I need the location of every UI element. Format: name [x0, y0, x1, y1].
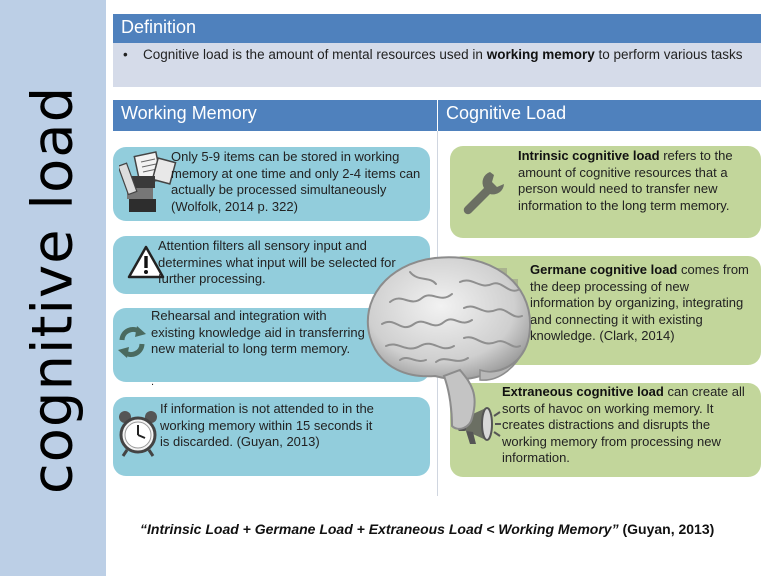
slide-title: cognitive load: [20, 85, 86, 495]
germane-term: Germane cognitive load: [530, 262, 678, 277]
wrench-icon: [460, 168, 506, 221]
alarm-clock-icon: [116, 409, 160, 464]
extraneous-desc: can create all sorts of havoc on working…: [502, 384, 745, 465]
books-papers-icon: [117, 150, 179, 221]
definition-text-bold: working memory: [486, 47, 595, 62]
definition-text-after: to perform various tasks: [594, 47, 743, 62]
sidebar: cognitive load: [0, 0, 106, 576]
intrinsic-desc: refers to the amount of cognitive resour…: [518, 148, 733, 213]
definition-header: Definition: [113, 14, 761, 43]
formula-quote: “Intrinsic Load + Germane Load + Extrane…: [140, 521, 714, 537]
definition-text-before: Cognitive load is the amount of mental r…: [143, 47, 487, 62]
refresh-arrows-icon: [116, 324, 148, 365]
cognitive-load-box-extraneous: Extraneous cognitive load can create all…: [450, 383, 761, 477]
working-memory-box-decay: If information is not attended to in the…: [113, 397, 430, 476]
extraneous-term: Extraneous cognitive load: [502, 384, 664, 399]
formula-text: “Intrinsic Load + Germane Load + Extrane…: [140, 521, 619, 537]
stray-period: .: [151, 376, 155, 388]
brain-illustration: [340, 242, 540, 437]
cognitive-load-text-intrinsic: Intrinsic cognitive load refers to the a…: [518, 148, 753, 214]
working-memory-text-decay: If information is not attended to in the…: [160, 401, 374, 449]
germane-desc: comes from the deep processing of new in…: [530, 262, 749, 343]
bullet: •: [123, 47, 128, 62]
working-memory-box-capacity: Only 5-9 items can be stored in working …: [113, 147, 430, 221]
warning-icon: [127, 245, 165, 284]
working-memory-text-rehearsal: Rehearsal and integration with existing …: [151, 308, 365, 356]
working-memory-box-attention: Attention filters all sensory input and …: [113, 236, 430, 294]
definition-body: • Cognitive load is the amount of mental…: [113, 43, 761, 87]
cognitive-load-text-extraneous: Extraneous cognitive load can create all…: [502, 384, 757, 467]
cognitive-load-text-germane: Germane cognitive load comes from the de…: [530, 262, 755, 345]
cognitive-load-box-intrinsic: Intrinsic cognitive load refers to the a…: [450, 146, 761, 238]
formula-citation: (Guyan, 2013): [618, 521, 715, 537]
working-memory-header: Working Memory: [113, 100, 437, 131]
working-memory-text-capacity: Only 5-9 items can be stored in working …: [171, 149, 421, 214]
working-memory-text-attention: Attention filters all sensory input and …: [158, 238, 396, 286]
intrinsic-term: Intrinsic cognitive load: [518, 148, 660, 163]
cognitive-load-header: Cognitive Load: [438, 100, 761, 131]
